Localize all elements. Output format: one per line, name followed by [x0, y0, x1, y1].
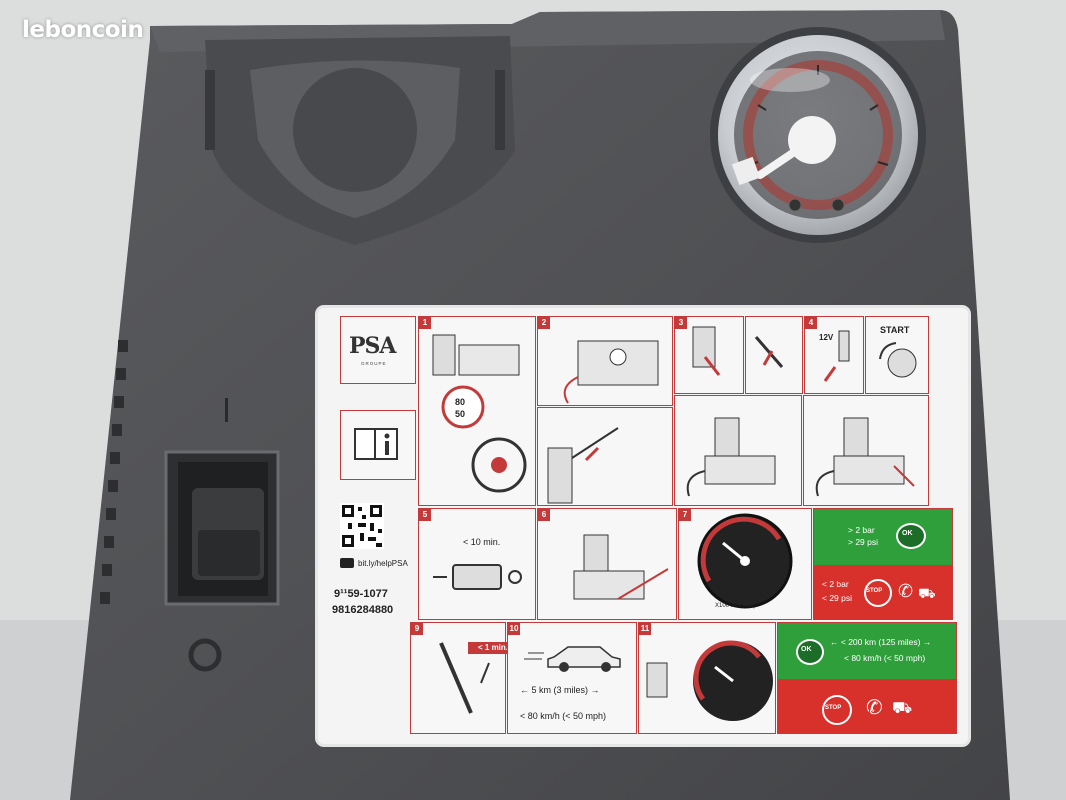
step-3-number: 3: [675, 317, 687, 329]
stop-badge-icon-2: [822, 695, 852, 725]
stop-badge-icon: [864, 579, 892, 607]
brand-box: PSA GROUPE: [340, 316, 416, 384]
step-5-panel: 5 < 10 min.: [418, 508, 536, 620]
gauge-icon: [697, 513, 793, 609]
help-url: bit.ly/helpPSA: [358, 559, 408, 568]
step-5-time: < 10 min.: [463, 537, 501, 547]
step-9-panel: 9: [410, 622, 506, 734]
start-label: START: [880, 325, 910, 335]
speed-sign-top: 80: [455, 397, 466, 407]
step-12-ok-line2: < 80 km/h (< 50 mph): [844, 653, 926, 663]
video-play-icon: [340, 558, 354, 568]
speed-sign-bottom: 50: [455, 409, 466, 419]
case-ring: [188, 638, 222, 672]
step-11-panel: 11: [638, 622, 776, 734]
driving-car-icon: [524, 646, 621, 672]
step-4b-panel: [803, 395, 929, 506]
brand-subtitle: GROUPE: [361, 361, 387, 366]
manual-info-icon: [354, 428, 398, 460]
step-10-speed: < 80 km/h (< 50 mph): [520, 711, 607, 721]
step-3-panel: 3: [674, 316, 744, 394]
step-8-stop-badge: STOP: [866, 588, 883, 594]
step-8-stop-line2: < 29 psi: [822, 593, 853, 603]
step-12-ok-line1: ← < 200 km (125 miles) →: [830, 637, 932, 647]
step-3c-panel: [674, 395, 802, 506]
step-1-panel: 1 80 50: [418, 316, 536, 506]
phone-icon: ✆: [898, 581, 914, 601]
step-1-illustration: [432, 334, 527, 493]
step-8-ok-badge: OK: [902, 530, 913, 537]
instruction-label: PSA GROUPE bit.ly/helpPSA 9¹¹59-1077 981…: [318, 308, 968, 744]
step-4b-illustration: [815, 417, 915, 497]
step-8-ok-area: [814, 509, 952, 565]
tow-truck-icon: ⛟: [918, 585, 936, 601]
step-8-stop-line1: < 2 bar: [822, 579, 849, 589]
step-4-number: 4: [805, 317, 817, 329]
step-6-number: 6: [538, 509, 550, 521]
step-5-number: 5: [419, 509, 431, 521]
step-12-ok-badge: OK: [801, 646, 812, 653]
vent-slots: [100, 340, 128, 604]
step-9-illustration: [439, 642, 490, 714]
step-2b-illustration: [547, 427, 619, 504]
step-3b-panel: [745, 316, 803, 394]
qr-code: [340, 503, 384, 549]
step-10-panel: 10 ← 5 km (3 miles) → < 80 km/h (< 50 mp…: [507, 622, 637, 734]
step-10-distance: ← 5 km (3 miles) →: [520, 685, 600, 695]
phone-icon-2: ✆: [866, 697, 883, 719]
step-10-number: 10: [508, 623, 520, 635]
watermark-logo: leboncoin: [22, 17, 144, 43]
step-3-illustration: [692, 326, 721, 376]
ignition-icon: [879, 342, 917, 378]
ok-badge-icon-2: [796, 639, 824, 665]
step-4-illustration: [823, 330, 850, 382]
tow-truck-icon-2: ⛟: [892, 700, 913, 717]
part-number-1: 9¹¹59-1077: [334, 588, 388, 600]
step-11-number: 11: [639, 623, 651, 635]
step-9-time: < 1 min.: [478, 643, 509, 652]
gauge-unit: X100 kPa (bar): [715, 603, 756, 609]
step-12-panel: 12 OK ← < 200 km (125 miles) → < 80 km/h…: [777, 622, 957, 734]
step-8-ok-line1: > 2 bar: [848, 525, 875, 535]
part-number-2: 9816284880: [332, 604, 394, 616]
pressure-gauge: [710, 27, 926, 243]
manual-box: [340, 410, 416, 480]
step-12-stop-area: [778, 679, 956, 733]
socket-voltage: 12V: [819, 333, 834, 342]
step-4-panel: 4 12V: [804, 316, 864, 394]
step-6-illustration: [573, 534, 669, 600]
step-1-number: 1: [419, 317, 431, 329]
start-panel: START: [865, 316, 929, 394]
step-2b-panel: [537, 407, 673, 506]
step-6-panel: 6: [537, 508, 677, 620]
step-11-gauge-icon: [646, 640, 773, 721]
step-2-number: 2: [538, 317, 550, 329]
step-2-panel: 2: [537, 316, 673, 406]
step-9-number: 9: [411, 623, 423, 635]
step-3b-illustration: [754, 336, 784, 368]
step-8-ok-line2: > 29 psi: [848, 537, 879, 547]
step-2-illustration: [563, 340, 659, 404]
power-switch: [164, 398, 280, 606]
switch-on-icon: [433, 564, 522, 590]
step-7-panel: 7 X100 kPa (bar): [678, 508, 812, 620]
ok-badge-icon: [896, 523, 926, 549]
step-12-stop-badge: STOP: [825, 705, 842, 711]
step-8-panel: 8 > 2 bar > 29 psi OK < 2 bar < 29 psi S…: [813, 508, 953, 620]
brand-logo: PSA: [349, 333, 396, 359]
step-7-number: 7: [679, 509, 691, 521]
step-3c-illustration: [686, 417, 776, 497]
